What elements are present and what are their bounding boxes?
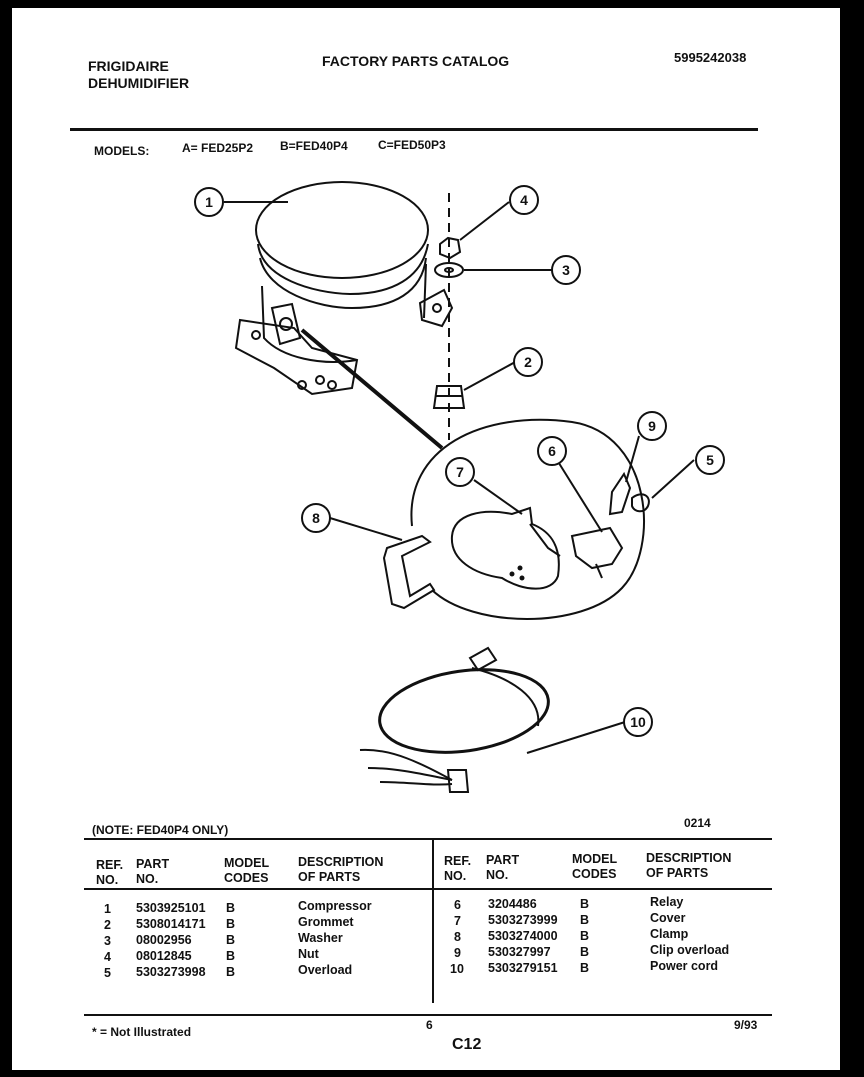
hdr-part-left-2: NO.	[136, 872, 159, 886]
clip-overload-part	[608, 471, 632, 516]
hdr-desc-left-1: DESCRIPTION	[298, 855, 384, 869]
not-illustrated-note: * = Not Illustrated	[92, 1025, 192, 1039]
brand-name: FRIGIDAIRE	[88, 58, 169, 74]
section-code: C12	[452, 1036, 482, 1053]
callout-3: 3	[562, 262, 570, 278]
model-c: C=FED50P3	[378, 138, 446, 152]
hdr-part-right-2: NO.	[486, 868, 509, 882]
hdr-part-right-1: PART	[486, 853, 520, 867]
catalog-title: FACTORY PARTS CATALOG	[322, 53, 510, 69]
overload-part	[631, 493, 650, 513]
detail-circle	[410, 418, 645, 620]
callout-5: 5	[706, 452, 714, 468]
callout-1: 1	[205, 194, 213, 210]
table-top-rule	[84, 838, 772, 840]
hdr-ref-right-2: NO.	[444, 869, 467, 883]
hdr-ref-right-1: REF.	[444, 854, 472, 868]
issue-date: 9/93	[734, 1018, 758, 1032]
callout-6: 6	[548, 443, 556, 459]
callout-8: 8	[312, 510, 320, 526]
compressor-dome	[255, 181, 429, 279]
cover-part	[450, 506, 560, 590]
models-label: MODELS:	[94, 144, 150, 158]
footer-rule	[84, 1014, 772, 1016]
hdr-model-right-1: MODEL	[572, 852, 618, 866]
product-name: DEHUMIDIFIER	[88, 75, 190, 91]
page-number: 6	[426, 1018, 433, 1032]
power-cord-loop	[378, 668, 550, 754]
table-header-rule	[84, 888, 772, 890]
diagram-code: 0214	[684, 816, 711, 830]
clamp-part	[382, 534, 436, 610]
hdr-ref-left-2: NO.	[96, 873, 119, 887]
hdr-model-left-1: MODEL	[224, 856, 270, 870]
hdr-model-right-2: CODES	[572, 867, 617, 881]
catalog-number: 5995242038	[674, 50, 747, 65]
exploded-parts-diagram: 1 2 3 4 5 6 7 8 9 10	[194, 181, 725, 793]
hdr-desc-left-2: OF PARTS	[298, 870, 361, 884]
callout-9: 9	[648, 418, 656, 434]
model-a: A= FED25P2	[182, 141, 254, 155]
hdr-ref-left-1: REF.	[96, 858, 124, 872]
table-divider	[432, 838, 434, 1003]
header-rule	[70, 128, 758, 131]
callout-2: 2	[524, 354, 532, 370]
hdr-desc-right-2: OF PARTS	[646, 866, 709, 880]
callout-10: 10	[630, 714, 646, 730]
callout-7: 7	[456, 464, 464, 480]
parts-catalog-page: FRIGIDAIRE DEHUMIDIFIER FACTORY PARTS CA…	[12, 8, 840, 1070]
callout-4: 4	[520, 192, 528, 208]
hdr-part-left-1: PART	[136, 857, 170, 871]
note-text: (NOTE: FED40P4 ONLY)	[92, 823, 229, 837]
hdr-model-left-2: CODES	[224, 871, 269, 885]
relay-part	[570, 526, 624, 570]
model-b: B=FED40P4	[280, 139, 348, 153]
hdr-desc-right-1: DESCRIPTION	[646, 851, 732, 865]
